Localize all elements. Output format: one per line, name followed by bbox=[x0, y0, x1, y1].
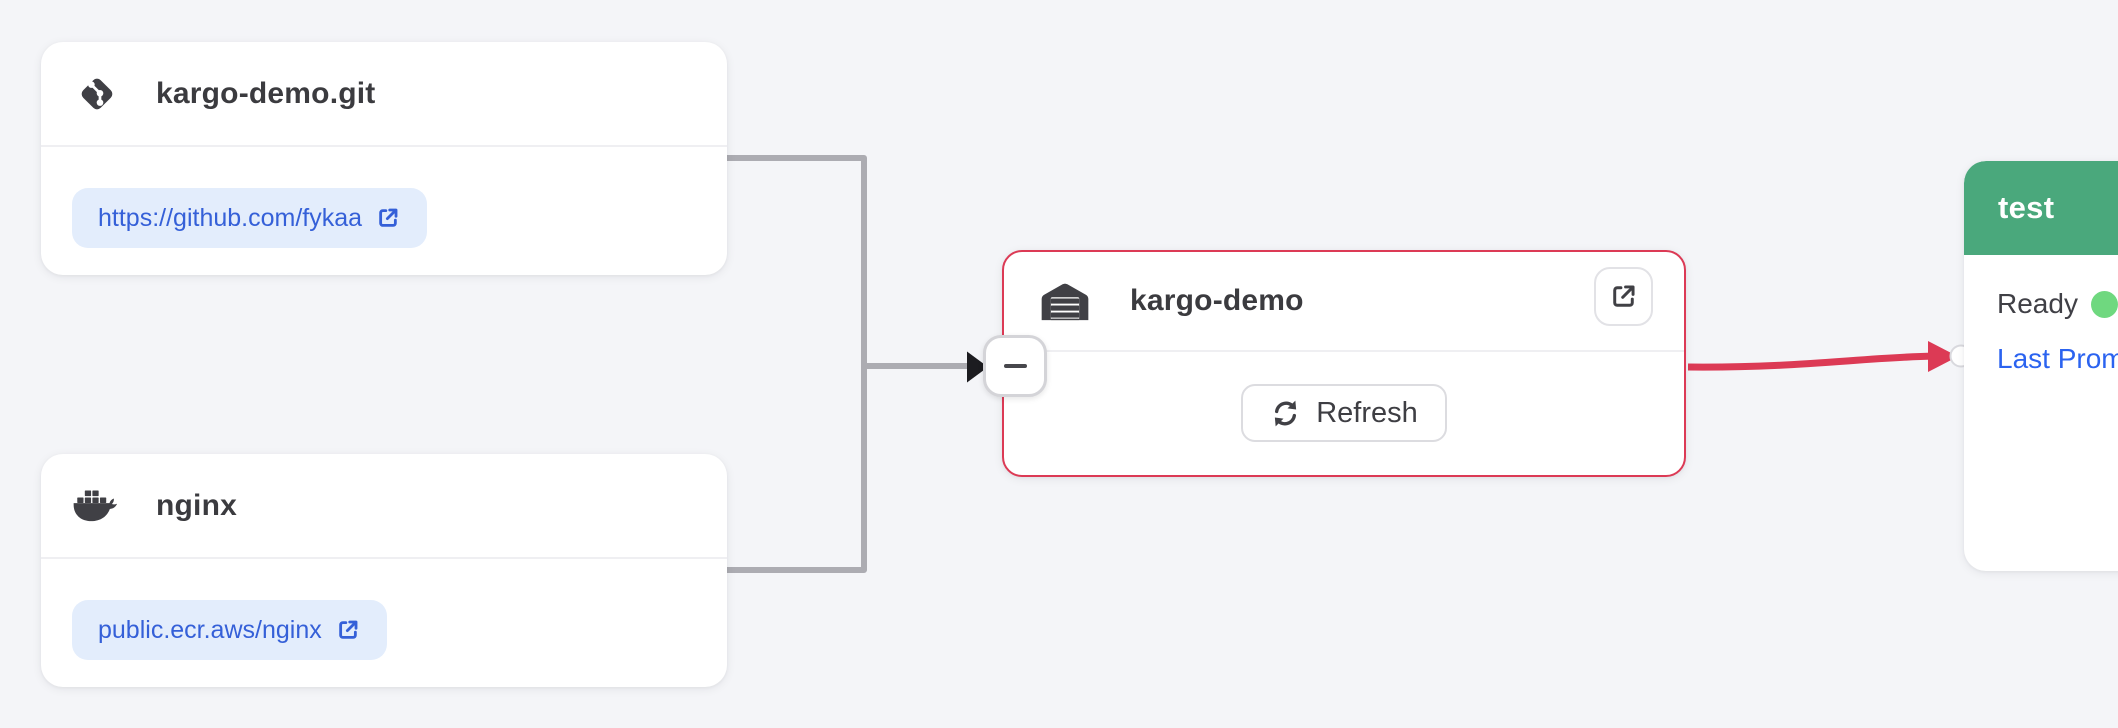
stage-health-row: Ready bbox=[1997, 288, 2118, 320]
collapse-subscriptions-button[interactable] bbox=[983, 335, 1047, 397]
warehouse-icon bbox=[1040, 279, 1090, 323]
stage-name: test bbox=[1998, 190, 2055, 225]
git-repo-title: kargo-demo.git bbox=[156, 76, 376, 110]
stage-edge-arrowhead-icon bbox=[1928, 341, 1958, 372]
warehouse-edge-arrowhead-icon bbox=[967, 351, 988, 383]
stage-health-label: Ready bbox=[1997, 288, 2078, 319]
refresh-button-label: Refresh bbox=[1316, 396, 1418, 429]
open-warehouse-button[interactable] bbox=[1594, 267, 1653, 326]
git-repo-link[interactable]: https://github.com/fykaa bbox=[72, 188, 428, 248]
node-warehouse[interactable]: kargo-demo Refresh bbox=[1002, 250, 1686, 477]
minus-icon bbox=[1003, 364, 1027, 368]
external-link-icon bbox=[338, 620, 358, 639]
last-promotion-link[interactable]: Last Prom bbox=[1997, 343, 2118, 374]
external-link-icon bbox=[379, 208, 398, 227]
refresh-button[interactable]: Refresh bbox=[1241, 384, 1447, 442]
git-repo-header: kargo-demo.git bbox=[41, 42, 727, 147]
image-repo-title: nginx bbox=[156, 488, 237, 522]
git-icon bbox=[72, 73, 122, 115]
image-repo-header: nginx bbox=[41, 454, 727, 559]
edge-subscriptions-to-warehouse bbox=[720, 155, 972, 573]
node-git-repo: kargo-demo.git https://github.com/fykaa bbox=[41, 42, 727, 275]
node-image-repo: nginx public.ecr.aws/nginx bbox=[41, 454, 727, 687]
git-repo-body: https://github.com/fykaa bbox=[41, 147, 727, 248]
refresh-icon bbox=[1275, 400, 1297, 426]
external-link-icon bbox=[1613, 285, 1635, 307]
status-dot bbox=[2090, 290, 2118, 318]
docker-icon bbox=[72, 486, 122, 526]
stage-body: Ready Last Prom bbox=[1964, 255, 2118, 375]
git-repo-link-label: https://github.com/fykaa bbox=[98, 203, 363, 232]
image-repo-link[interactable]: public.ecr.aws/nginx bbox=[72, 600, 387, 660]
warehouse-header: kargo-demo bbox=[1004, 252, 1684, 352]
stage-header: test bbox=[1964, 161, 2118, 255]
node-stage-test[interactable]: test Ready Last Prom bbox=[1964, 161, 2118, 571]
image-repo-body: public.ecr.aws/nginx bbox=[41, 559, 727, 660]
warehouse-title: kargo-demo bbox=[1130, 284, 1304, 317]
image-repo-link-label: public.ecr.aws/nginx bbox=[98, 615, 322, 644]
edge-warehouse-to-stage bbox=[1687, 352, 1935, 371]
warehouse-body: Refresh bbox=[1004, 352, 1684, 474]
